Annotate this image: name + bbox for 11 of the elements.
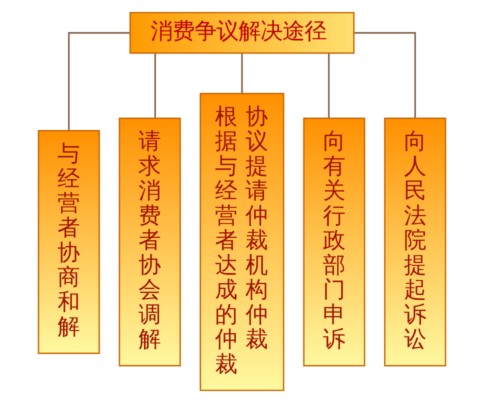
connector (328, 53, 330, 118)
connector (241, 53, 243, 94)
connector (354, 32, 416, 118)
node-box: 消费争议解决途径 (129, 12, 355, 54)
node-box: 向有关行政部门申诉 (303, 118, 366, 366)
connector (68, 32, 130, 130)
node-box: 请求消费者协会调解 (118, 118, 181, 366)
node-box: 向人民法院提起诉讼 (384, 118, 446, 366)
connector (154, 53, 156, 118)
node-box: 根据与经营者达成的仲裁 协议提请仲裁机构仲裁 (200, 92, 284, 392)
node-box: 与经营者协商和解 (38, 130, 100, 354)
